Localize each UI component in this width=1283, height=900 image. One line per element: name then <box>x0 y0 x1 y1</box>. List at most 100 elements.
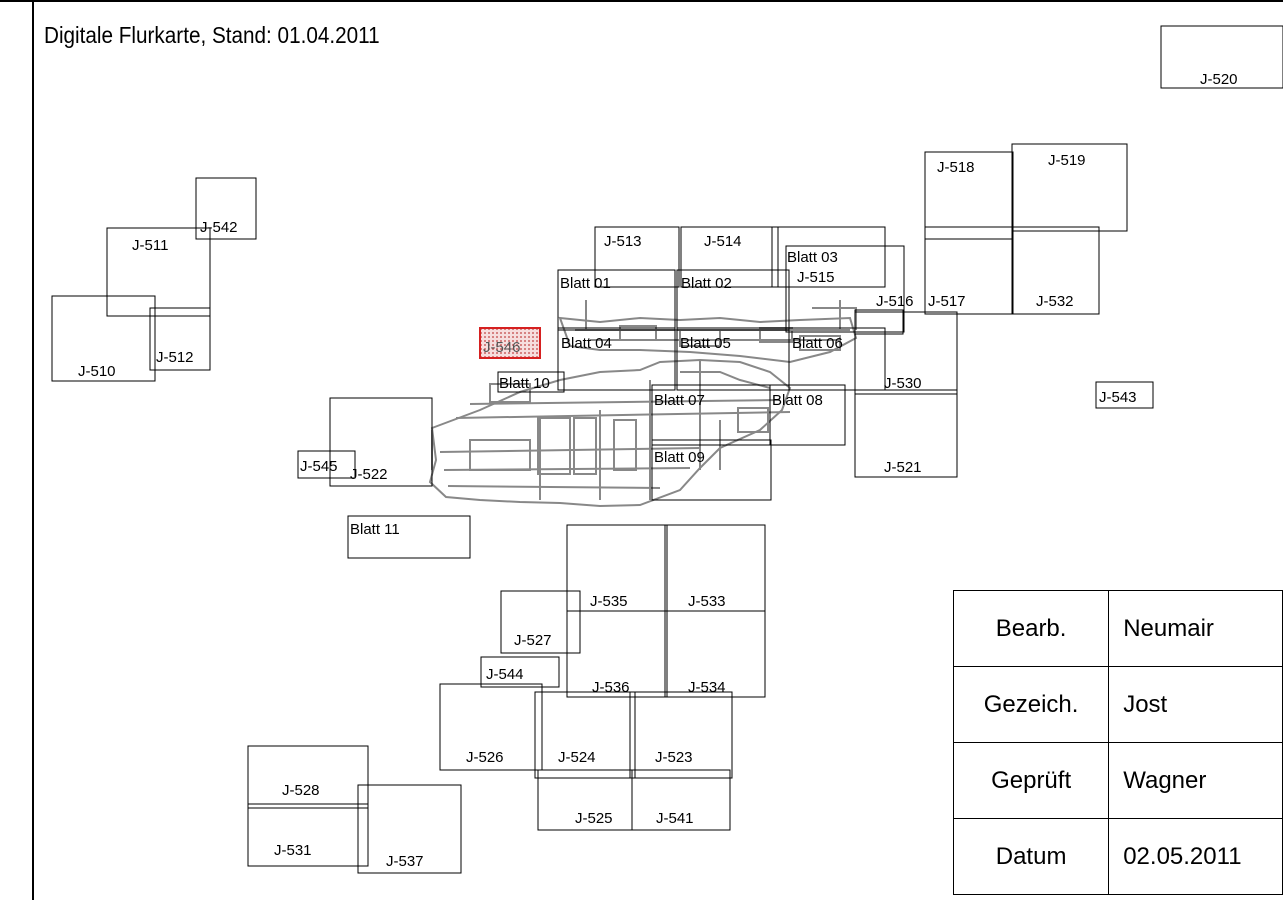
sheet-label: J-514 <box>704 233 742 250</box>
sheet-frame-j-515[interactable]: J-515 <box>771 226 886 288</box>
sheet-frame-j-521[interactable]: J-521 <box>854 389 958 478</box>
sheet-label: J-546 <box>483 339 521 356</box>
sheet-label: J-531 <box>274 842 312 859</box>
sheet-outline <box>357 784 462 874</box>
sheet-frame-j-520[interactable]: J-520 <box>1160 25 1283 89</box>
sheet-label: J-542 <box>200 219 238 236</box>
sheet-label: J-545 <box>300 458 338 475</box>
title-block-row: Geprüft Wagner <box>952 742 1283 819</box>
sheet-label: Blatt 08 <box>772 392 823 409</box>
editor-value: Neumair <box>1108 590 1283 667</box>
sheet-frame-blatt01[interactable]: Blatt 01 <box>557 269 676 331</box>
frame-top-border <box>0 0 1283 2</box>
sheet-outline <box>106 227 211 317</box>
sheet-label: J-535 <box>590 593 628 610</box>
sheet-outline <box>1011 143 1128 232</box>
sheet-outline <box>788 327 886 391</box>
sheet-label: J-534 <box>688 679 726 696</box>
editor-label: Bearb. <box>952 590 1110 667</box>
sheet-label: Blatt 04 <box>561 335 612 352</box>
sheet-outline <box>557 269 676 331</box>
sheet-outline <box>924 226 1014 315</box>
sheet-outline <box>500 590 581 654</box>
sheet-label: J-522 <box>350 466 388 483</box>
sheet-label: J-530 <box>884 375 922 392</box>
sheet-outline <box>329 397 433 487</box>
drawn-by-label: Gezeich. <box>952 666 1110 743</box>
sheet-frame-j-542[interactable]: J-542 <box>195 177 257 240</box>
sheet-label: J-520 <box>1200 71 1238 88</box>
drawn-by-value: Jost <box>1108 666 1283 743</box>
sheet-frame-j-514[interactable]: J-514 <box>680 226 779 288</box>
sheet-frame-j-535[interactable]: J-535 <box>566 524 668 612</box>
sheet-frame-j-522[interactable]: J-522 <box>329 397 433 487</box>
sheet-frame-j-511[interactable]: J-511 <box>106 227 211 317</box>
sheet-frame-blatt08[interactable]: Blatt 08 <box>769 384 846 446</box>
sheet-outline <box>479 327 541 359</box>
sheet-outline <box>149 307 211 371</box>
sheet-frame-j-533[interactable]: J-533 <box>664 524 766 612</box>
sheet-outline <box>769 384 846 446</box>
sheet-frame-j-523[interactable]: J-523 <box>629 691 733 779</box>
sheet-outline <box>480 656 560 688</box>
sheet-frame-j-525[interactable]: J-525 <box>537 769 633 831</box>
sheet-frame-blatt11[interactable]: Blatt 11 <box>347 515 471 559</box>
sheet-frame-blatt03[interactable]: Blatt 03 <box>785 245 905 333</box>
sheet-frame-j-541[interactable]: J-541 <box>631 769 731 831</box>
sheet-label: Blatt 03 <box>787 249 838 266</box>
sheet-frame-j-517[interactable]: J-517 <box>924 226 1014 315</box>
sheet-label: J-515 <box>797 269 835 286</box>
sheet-frame-j-530[interactable]: J-530 <box>854 311 958 395</box>
sheet-label: J-516 <box>876 293 914 310</box>
sheet-frame-blatt04[interactable]: Blatt 04 <box>557 327 676 391</box>
sheet-frame-blatt02[interactable]: Blatt 02 <box>676 269 790 331</box>
title-block: Bearb. Neumair Gezeich. Jost Geprüft Wag… <box>952 590 1283 895</box>
sheet-frame-j-526[interactable]: J-526 <box>439 683 543 771</box>
sheet-frame-j-532[interactable]: J-532 <box>1011 226 1100 315</box>
sheet-frame-j-543[interactable]: J-543 <box>1095 381 1154 409</box>
sheet-frame-j-519[interactable]: J-519 <box>1011 143 1128 232</box>
sheet-label: Blatt 02 <box>681 275 732 292</box>
sheet-frame-j-546[interactable]: J-546 <box>479 327 541 359</box>
sheet-label: Blatt 06 <box>792 335 843 352</box>
sheet-frame-j-531[interactable]: J-531 <box>247 803 369 867</box>
sheet-outline <box>534 691 636 779</box>
sheet-label: Blatt 07 <box>654 392 705 409</box>
sheet-label: Blatt 01 <box>560 275 611 292</box>
sheet-frame-j-518[interactable]: J-518 <box>924 151 1014 240</box>
sheet-frame-j-534[interactable]: J-534 <box>664 610 766 698</box>
sheet-outline <box>785 245 905 333</box>
sheet-outline <box>195 177 257 240</box>
sheet-frame-j-524[interactable]: J-524 <box>534 691 636 779</box>
sheet-outline <box>924 151 1014 240</box>
date-value: 02.05.2011 <box>1108 818 1283 895</box>
sheet-label: J-536 <box>592 679 630 696</box>
sheet-frame-j-544[interactable]: J-544 <box>480 656 560 688</box>
sheet-frame-blatt10[interactable]: Blatt 10 <box>497 371 565 393</box>
sheet-label: J-517 <box>928 293 966 310</box>
sheet-frame-j-510[interactable]: J-510 <box>51 295 156 382</box>
sheet-outline <box>664 610 766 698</box>
sheet-label: J-521 <box>884 459 922 476</box>
sheet-label: J-510 <box>78 363 116 380</box>
sheet-frame-j-537[interactable]: J-537 <box>357 784 462 874</box>
sheet-label: Blatt 09 <box>654 449 705 466</box>
sheet-label: J-525 <box>575 810 613 827</box>
sheet-label: J-523 <box>655 749 693 766</box>
sheet-frame-j-512[interactable]: J-512 <box>149 307 211 371</box>
title-block-row: Datum 02.05.2011 <box>952 818 1283 895</box>
sheet-frame-j-513[interactable]: J-513 <box>594 226 680 288</box>
sheet-frame-j-545[interactable]: J-545 <box>297 450 356 479</box>
sheet-frame-j-527[interactable]: J-527 <box>500 590 581 654</box>
title-block-row: Gezeich. Jost <box>952 666 1283 743</box>
sheet-frame-j-536[interactable]: J-536 <box>566 610 668 698</box>
sheet-label: Blatt 11 <box>350 521 400 538</box>
sheet-outline <box>566 610 668 698</box>
sheet-label: J-544 <box>486 666 524 683</box>
sheet-frame-blatt06[interactable]: Blatt 06 <box>788 327 886 391</box>
sheet-frame-blatt09[interactable]: Blatt 09 <box>651 439 772 501</box>
sheet-frame-j-528[interactable]: J-528 <box>247 745 369 809</box>
